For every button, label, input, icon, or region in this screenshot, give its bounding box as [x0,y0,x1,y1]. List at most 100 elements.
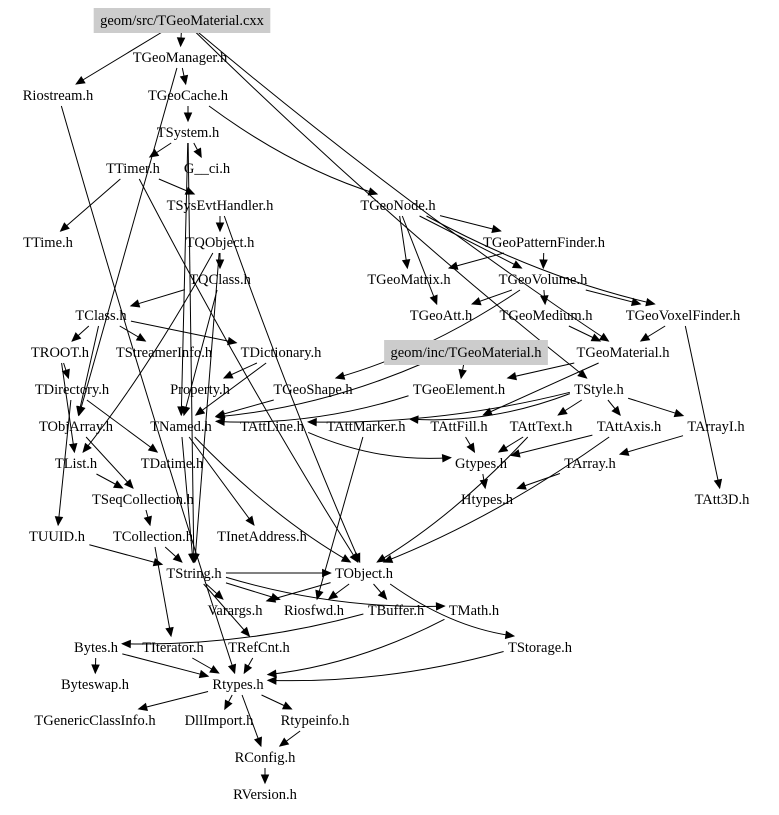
graph-node[interactable]: TAttAxis.h [597,419,662,435]
graph-edge [401,215,438,306]
graph-node[interactable]: TAttFill.h [430,419,488,435]
graph-node[interactable]: TNamed.h [150,419,212,435]
graph-node[interactable]: TGeoShape.h [273,382,353,398]
graph-node[interactable]: TDirectory.h [35,382,110,398]
arrowhead-icon [539,259,548,270]
arrowhead-icon [504,630,516,640]
edge-line [511,434,593,456]
graph-node[interactable]: TRefCnt.h [228,640,290,656]
edge-line [77,325,100,416]
arrowhead-icon [497,443,509,453]
node-label: TCollection.h [113,529,194,545]
arrowhead-icon [215,222,225,233]
graph-node[interactable]: TIterator.h [142,640,204,656]
arrowhead-icon [137,702,148,712]
graph-node[interactable]: Property.h [170,382,231,398]
graph-node[interactable]: TROOT.h [31,345,90,361]
arrowhead-icon [557,406,568,416]
graph-node[interactable]: RVersion.h [233,787,297,803]
graph-node[interactable]: RConfig.h [235,750,297,766]
graph-node[interactable]: Htypes.h [461,492,514,508]
graph-edge [194,362,267,416]
graph-node[interactable]: TTime.h [23,235,74,251]
graph-node[interactable]: TGenericClassInfo.h [34,713,156,729]
graph-node[interactable]: Gtypes.h [455,456,508,472]
graph-node[interactable]: TMath.h [449,603,500,619]
graph-node[interactable]: TGeoAtt.h [410,308,473,324]
graph-node[interactable]: TStyle.h [574,382,624,398]
graph-node[interactable]: G__ci.h [184,161,231,177]
graph-node[interactable]: TStorage.h [508,640,573,656]
graph-node[interactable]: Varargs.h [208,603,264,619]
graph-node[interactable]: TArrayI.h [687,419,745,435]
graph-node[interactable]: DllImport.h [185,713,255,729]
node-label: RConfig.h [235,750,297,766]
graph-node[interactable]: TArray.h [564,456,616,472]
graph-node[interactable]: Bytes.h [74,640,119,656]
graph-edge [214,395,409,427]
arrowhead-icon [470,297,482,306]
node-label: TObjArray.h [39,419,114,435]
graph-node[interactable]: Byteswap.h [61,677,130,693]
graph-node[interactable]: TGeoManager.h [133,50,228,66]
graph-node[interactable]: TAttText.h [510,419,573,435]
graph-node[interactable]: TObject.h [335,566,394,582]
graph-node[interactable]: geom/inc/TGeoMaterial.h [384,340,548,365]
graph-node[interactable]: TString.h [166,566,222,582]
node-label: TStyle.h [574,382,624,398]
arrowhead-icon [214,409,226,418]
edge-line [376,436,529,563]
graph-edge [627,397,685,418]
node-label: TStorage.h [508,640,573,656]
graph-node[interactable]: TSystem.h [157,125,220,141]
graph-node[interactable]: TGeoCache.h [148,88,229,104]
graph-node[interactable]: TObjArray.h [39,419,114,435]
graph-node[interactable]: TGeoPatternFinder.h [483,235,606,251]
graph-edge [482,362,599,416]
graph-node[interactable]: TSysEvtHandler.h [167,198,274,214]
graph-node[interactable]: TGeoMatrix.h [367,272,451,288]
node-label: TSysEvtHandler.h [167,198,274,214]
graph-node[interactable]: TUUID.h [29,529,86,545]
node-label: Riosfwd.h [284,603,345,619]
node-label: TGeoMaterial.h [576,345,670,361]
graph-node[interactable]: TAttLine.h [240,419,304,435]
node-label: TQObject.h [186,235,256,251]
graph-node[interactable]: TSeqCollection.h [92,492,195,508]
graph-node[interactable]: TClass.h [75,308,127,324]
arrowhead-icon [184,186,196,195]
graph-node[interactable]: Riostream.h [23,88,94,104]
graph-node[interactable]: Riosfwd.h [284,603,345,619]
graph-node[interactable]: TGeoElement.h [413,382,506,398]
arrowhead-icon [76,405,85,417]
arrowhead-icon [506,371,517,381]
graph-node[interactable]: geom/src/TGeoMaterial.cxx [93,8,271,33]
graph-node[interactable]: TGeoVoxelFinder.h [626,308,741,324]
graph-node[interactable]: TGeoMaterial.h [576,345,670,361]
graph-node[interactable]: TAttMarker.h [327,419,407,435]
graph-node[interactable]: TBuffer.h [368,603,425,619]
graph-node[interactable]: TAtt3D.h [695,492,751,508]
edge-line [308,431,451,459]
graph-node[interactable]: Rtypeinfo.h [281,713,351,729]
graph-node[interactable]: TInetAddress.h [217,529,308,545]
graph-edge [194,436,352,563]
graph-node[interactable]: TCollection.h [113,529,194,545]
graph-node[interactable]: TGeoNode.h [360,198,436,214]
graph-edge [373,583,388,600]
graph-edge [399,215,411,270]
graph-node[interactable]: TQClass.h [189,272,251,288]
graph-node[interactable]: TDatime.h [141,456,204,472]
graph-node[interactable]: TGeoVolume.h [499,272,588,288]
edge-line [61,362,75,453]
node-label: Riostream.h [23,88,94,104]
edge-line [389,583,514,637]
graph-node[interactable]: Rtypes.h [212,677,264,693]
graph-node[interactable]: TTimer.h [106,161,161,177]
graph-node[interactable]: TStreamerInfo.h [116,345,213,361]
graph-node[interactable]: TQObject.h [186,235,256,251]
node-label: TGeoPatternFinder.h [483,235,606,251]
graph-node[interactable]: TList.h [55,456,98,472]
graph-node[interactable]: TDictionary.h [241,345,323,361]
graph-node[interactable]: TGeoMedium.h [499,308,593,324]
